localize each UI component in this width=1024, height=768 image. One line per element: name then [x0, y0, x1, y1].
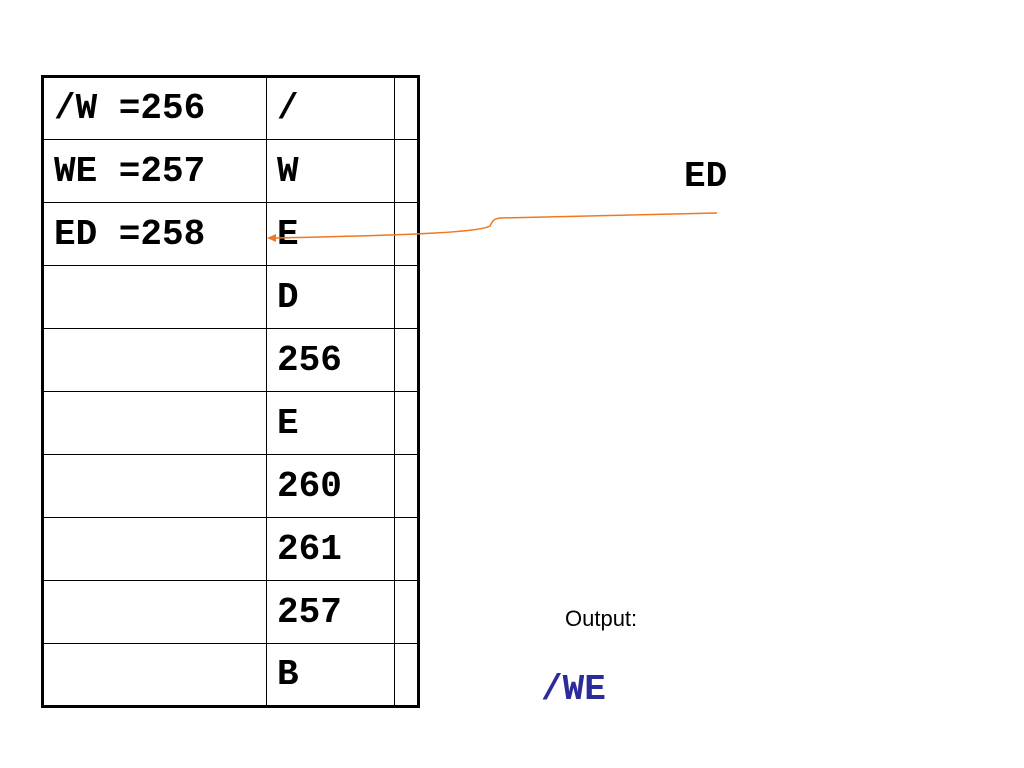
- dictionary-entry: [42, 517, 267, 581]
- empty-cell: [394, 643, 419, 707]
- dictionary-table: /W =256 / WE =257 W ED =258 E D 25: [41, 75, 420, 708]
- table-row: /W =256 /: [42, 76, 419, 140]
- input-symbol: E: [266, 391, 395, 455]
- input-symbol: 261: [266, 517, 395, 581]
- table-row: D: [42, 265, 419, 329]
- input-symbol: 260: [266, 454, 395, 518]
- empty-cell: [394, 454, 419, 518]
- table-row: 257: [42, 580, 419, 644]
- table-row: 261: [42, 517, 419, 581]
- empty-cell: [394, 139, 419, 203]
- table-row: ED =258 E: [42, 202, 419, 266]
- table-row: 260: [42, 454, 419, 518]
- empty-cell: [394, 265, 419, 329]
- empty-cell: [394, 202, 419, 266]
- table-row: 256: [42, 328, 419, 392]
- empty-cell: [394, 517, 419, 581]
- empty-cell: [394, 391, 419, 455]
- dictionary-entry: [42, 454, 267, 518]
- dictionary-entry: WE =257: [42, 139, 267, 203]
- dictionary-entry: [42, 328, 267, 392]
- dictionary-entry: [42, 580, 267, 644]
- current-string: ED: [684, 156, 728, 197]
- dictionary-entry: /W =256: [42, 76, 267, 140]
- empty-cell: [394, 328, 419, 392]
- dictionary-entry: [42, 265, 267, 329]
- table-row: WE =257 W: [42, 139, 419, 203]
- dictionary-entry: ED =258: [42, 202, 267, 266]
- input-symbol: 256: [266, 328, 395, 392]
- output-label: Output:: [565, 606, 638, 631]
- input-symbol: D: [266, 265, 395, 329]
- input-symbol: 257: [266, 580, 395, 644]
- dictionary-entry: [42, 643, 267, 707]
- empty-cell: [394, 76, 419, 140]
- input-symbol: B: [266, 643, 395, 707]
- input-symbol: /: [266, 76, 395, 140]
- input-symbol: W: [266, 139, 395, 203]
- dictionary-entry: [42, 391, 267, 455]
- table-row: B: [42, 643, 419, 707]
- output-value: /WE: [541, 669, 606, 710]
- input-symbol: E: [266, 202, 395, 266]
- empty-cell: [394, 580, 419, 644]
- table-row: E: [42, 391, 419, 455]
